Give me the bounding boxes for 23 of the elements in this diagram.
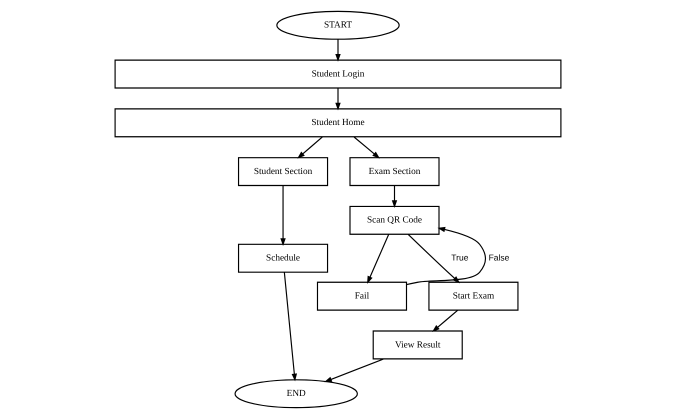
arrow [334,88,340,111]
arrow [391,186,397,208]
arrow [432,310,458,332]
node-box: Student Home [114,108,561,138]
arrow [353,136,380,159]
arrow [334,39,340,62]
arrow [296,136,322,159]
node-box: Student Section [237,157,328,186]
edge-label: True [450,252,468,262]
node-ellipse: END [234,379,358,408]
node-box: View Result [372,330,462,360]
arrow [280,186,286,246]
arrow [366,234,389,284]
node-box: Student Login [114,60,561,89]
arrow [324,358,384,382]
node-box: Fail [316,282,407,311]
arrow [283,272,297,382]
node-box: Schedule [237,244,328,273]
node-box: Exam Section [348,157,440,186]
node-box: Scan QR Code [348,206,440,235]
node-box: Start Exam [428,282,518,311]
edge-label: False [488,252,509,262]
node-ellipse: START [276,10,400,40]
